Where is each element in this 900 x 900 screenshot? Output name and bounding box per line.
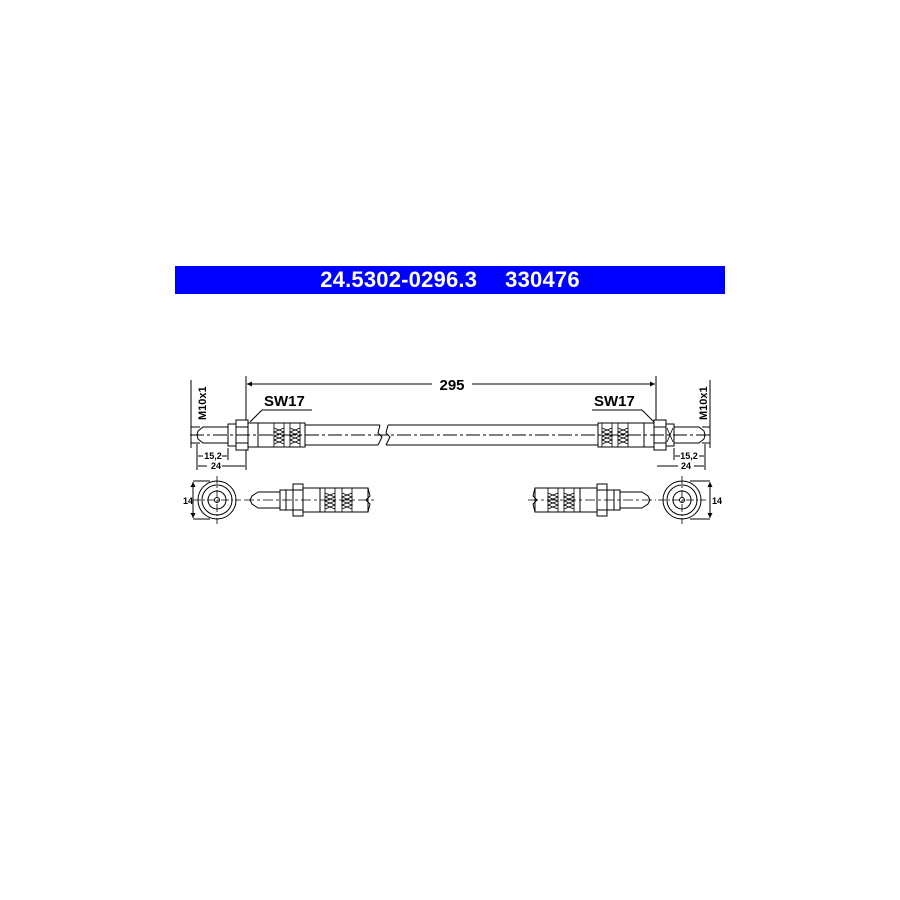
left-dim-outer: 24 [211,461,221,471]
right-fitting-detail [528,483,656,517]
left-wrench-size: SW17 [264,393,305,410]
overall-length-dimension: 295 [245,376,657,420]
left-diameter-label: 14 [183,496,193,506]
hose-body [190,424,712,446]
hose-side-view: 295 [190,376,712,471]
right-wrench-size: SW17 [594,393,635,410]
left-end-view: 14 [183,476,241,524]
right-thread-label: M10x1 [698,386,710,420]
right-dim-inner: 15,2 [680,451,698,461]
reference-number: 330476 [505,267,580,292]
right-fitting: SW17 M10x1 15,2 24 [592,380,711,471]
right-end-view: 14 [658,476,722,524]
left-thread-label: M10x1 [197,386,209,420]
part-number-header: 24.5302-0296.3 330476 [175,266,725,294]
left-fitting-detail [244,483,375,517]
right-dim-outer: 24 [681,461,691,471]
left-dim-inner: 15,2 [204,451,222,461]
part-number: 24.5302-0296.3 [320,267,478,292]
overall-length-label: 295 [439,377,464,394]
right-diameter-label: 14 [712,496,722,506]
left-fitting: SW17 M10x1 15,2 24 [190,380,312,471]
